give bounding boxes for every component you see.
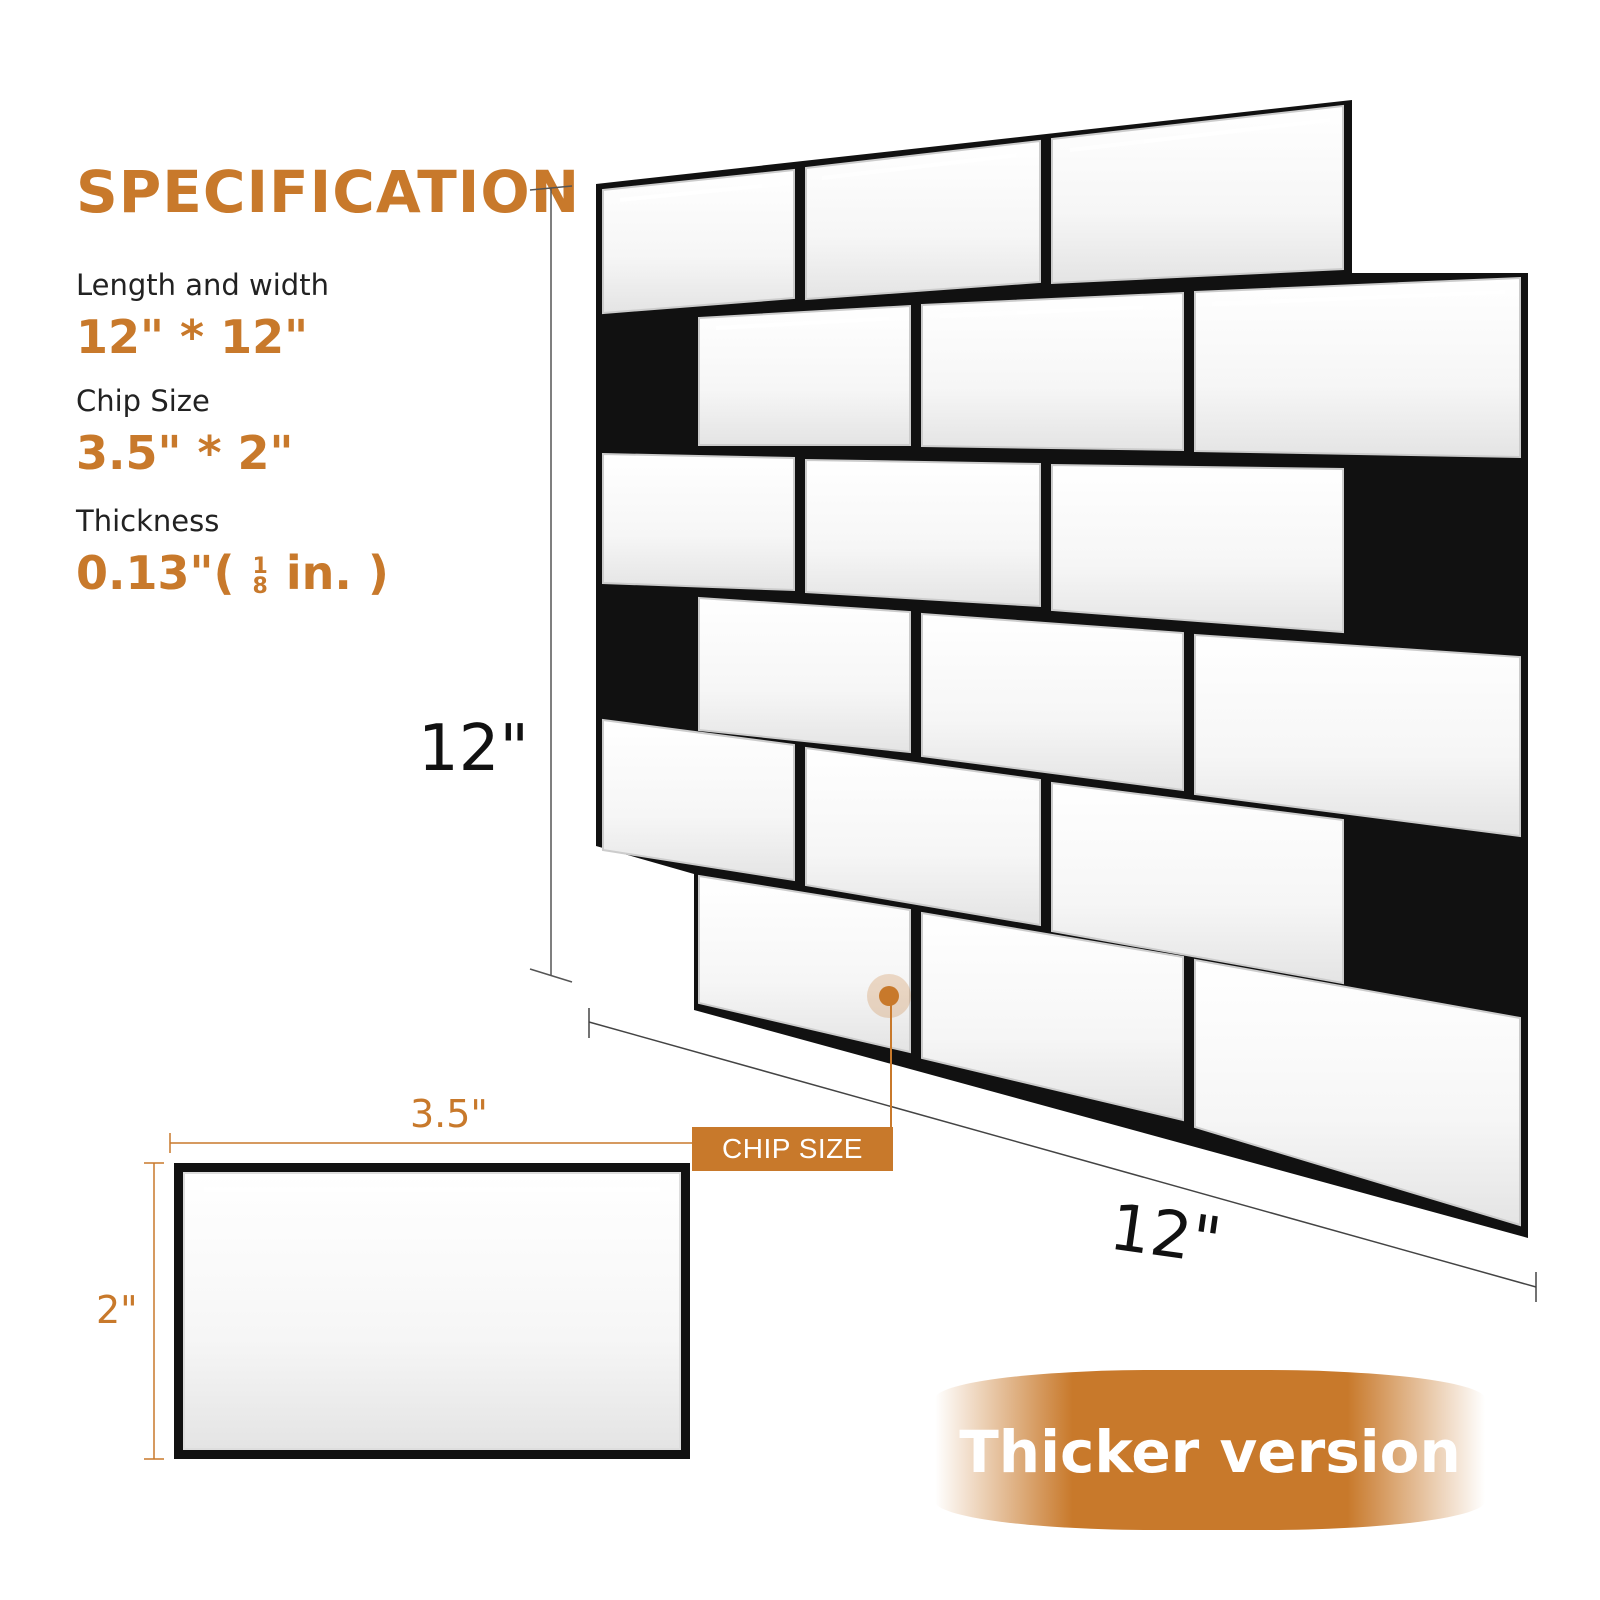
tile <box>1194 958 1521 1227</box>
chip-height-label: 2" <box>96 1288 138 1332</box>
chip-width-label: 3.5" <box>410 1092 488 1136</box>
chip-tile <box>183 1172 681 1450</box>
tile <box>921 612 1184 792</box>
tile <box>602 168 795 315</box>
tile <box>805 139 1041 301</box>
thickness-fraction: 1 8 <box>252 553 268 599</box>
tile <box>602 718 795 882</box>
tile <box>1051 104 1344 285</box>
panel-width-label: 12" <box>1105 1190 1226 1280</box>
panel-height-label: 12" <box>418 712 529 786</box>
tile <box>698 304 911 446</box>
tile <box>1194 276 1521 459</box>
tile <box>1194 633 1521 838</box>
fraction-numerator: 1 <box>252 553 268 579</box>
tile <box>921 291 1184 452</box>
thickness-label: Thickness <box>76 504 220 538</box>
tile <box>698 874 911 1054</box>
chip-marker-dot <box>879 986 899 1006</box>
chip-value: 3.5" * 2" <box>76 426 294 480</box>
tile <box>1051 463 1344 634</box>
length-value: 12" * 12" <box>76 310 309 364</box>
tile <box>698 596 911 754</box>
spec-title: SPECIFICATION <box>76 158 581 226</box>
tile <box>805 746 1041 927</box>
tile <box>805 458 1041 608</box>
length-label: Length and width <box>76 268 329 302</box>
banner-text: Thicker version <box>959 1418 1461 1486</box>
tile <box>602 452 795 592</box>
chip-label: Chip Size <box>76 384 210 418</box>
fraction-denominator: 8 <box>252 573 268 599</box>
thickness-suffix: in. ) <box>285 546 389 600</box>
chip-size-tag: CHIP SIZE <box>692 1127 893 1171</box>
thickness-prefix: 0.13"( <box>76 546 235 600</box>
thicker-version-banner <box>935 1370 1485 1530</box>
tile <box>1051 781 1344 985</box>
tile-highlights <box>619 118 1506 330</box>
width-dimension-line <box>588 1021 1537 1288</box>
tile <box>921 911 1184 1122</box>
thickness-value: 0.13"( 1 8 in. ) <box>76 546 389 600</box>
